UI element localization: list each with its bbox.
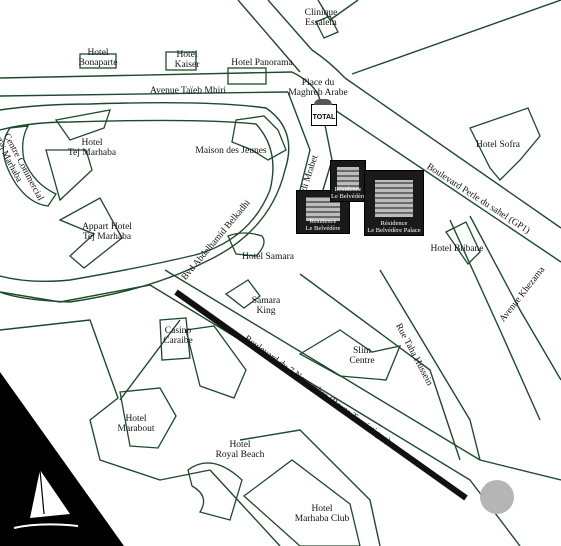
appart-hotel-label: Appart Hotel Tej Marhaba xyxy=(82,222,132,242)
slim-centre-label: Slim Centre xyxy=(349,346,375,366)
hotel-bonaparte-label: Hotel Bonaparte xyxy=(78,48,118,68)
sea-area xyxy=(0,372,124,546)
casino-caraibe-label: Casino Caraibe xyxy=(163,326,193,346)
windsurfer-icon xyxy=(13,469,79,529)
residence-belvedere-2-label: Résidence Le Belvédère II xyxy=(331,186,366,200)
residence-belvedere-palace-photo[interactable]: Résidence Le Belvédère Palace xyxy=(364,170,424,236)
hotel-blibane-label: Hotel Blibane xyxy=(430,244,484,254)
hotel-tej-marhaba-label: Hotel Tej Marhaba xyxy=(67,138,117,158)
hotel-marhaba-club-label: Hotel Marhaba Club xyxy=(294,504,350,524)
total-station-icon[interactable]: TOTAL xyxy=(311,99,337,126)
hotel-marabout-label: Hotel Marabout xyxy=(117,414,155,434)
maison-des-jeunes-label: Maison des Jeunes xyxy=(195,146,267,156)
samara-king-label: Samara King xyxy=(251,296,281,316)
hotel-sofra-label: Hotel Sofra xyxy=(475,140,521,150)
residence-belvedere-palace-label: Résidence Le Belvédère Palace xyxy=(367,220,421,234)
hotel-samara-label: Hotel Samara xyxy=(242,252,294,262)
roundabout xyxy=(480,480,514,514)
street-avenue-taieb-mhiri: Avenue Taïeb Mhiri xyxy=(150,86,227,96)
hotel-royal-beach-label: Hotel Royal Beach xyxy=(215,440,265,460)
clinique-essalem-label: Clinique Essalem xyxy=(304,8,338,28)
hotel-kaiser-label: Hotel Kaiser xyxy=(174,50,200,70)
hotel-panorama-label: Hotel Panorama xyxy=(231,58,293,68)
residence-belvedere-label: Résidence Le Belvédère xyxy=(305,218,341,232)
residence-belvedere-2-photo[interactable]: Résidence Le Belvédère II xyxy=(330,160,366,202)
place-maghreb-label: Place du Maghreb Arabe xyxy=(288,78,348,98)
